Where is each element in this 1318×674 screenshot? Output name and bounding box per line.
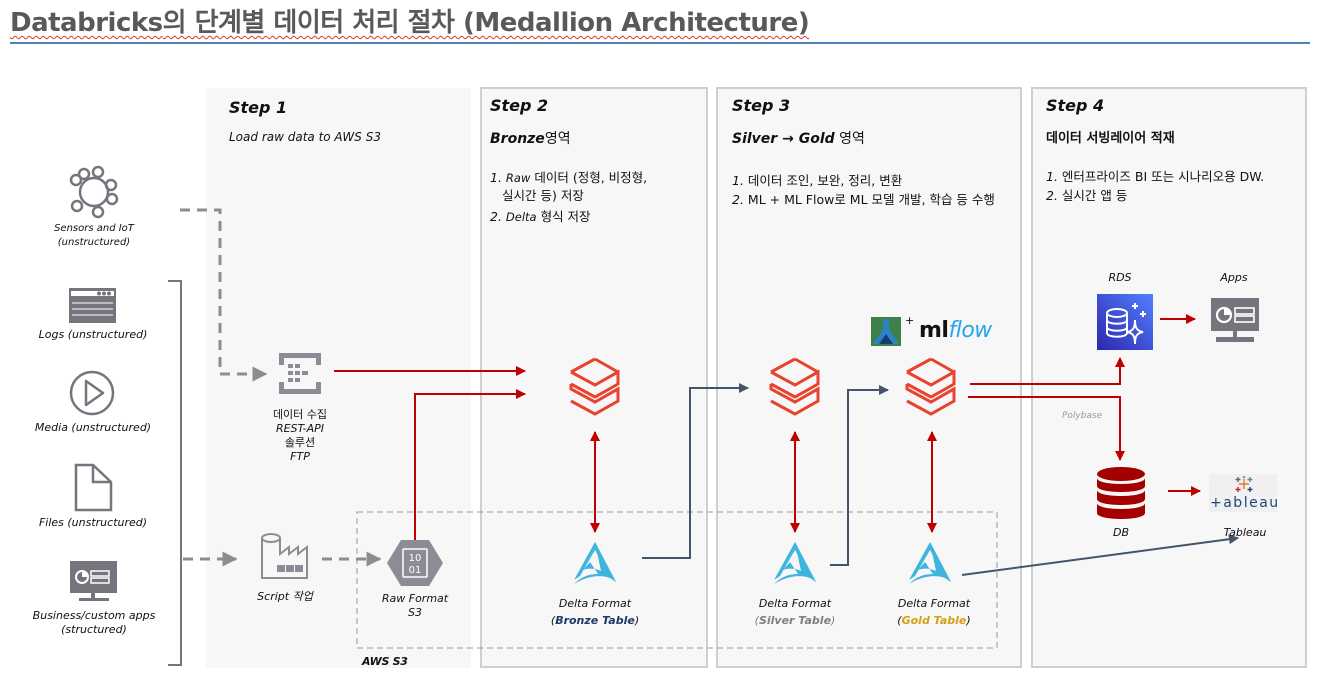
files-label: Files (unstructured) <box>38 516 148 529</box>
delta-lake-bronze-icon <box>574 542 616 584</box>
list-item: 2. ML + ML Flow로 ML 모델 개발, 학습 등 수행 <box>732 192 995 207</box>
connector-gold-to-tableau <box>961 534 1239 576</box>
delta-silver-label: Delta Format (Silver Table) <box>754 597 836 627</box>
tableau-label: Tableau <box>1223 526 1267 539</box>
business-apps-label: Business/custom apps (structured) <box>32 609 156 636</box>
raw-s3-hex-icon: 10 01 <box>387 540 443 586</box>
aws-s3-region <box>356 511 998 649</box>
connector-silver-to-gold <box>830 385 889 566</box>
monitor-dashboard-icon <box>70 561 117 601</box>
sources-bracket <box>168 280 182 666</box>
logs-label: Logs (unstructured) <box>38 328 148 341</box>
apps-label: Apps <box>1220 271 1248 284</box>
connector-bronze-to-silver <box>642 383 749 559</box>
factory-script-icon <box>261 533 308 579</box>
svg-text:10: 10 <box>409 553 422 564</box>
connector-sensors-to-ingest <box>180 208 268 382</box>
step3-subtitle: Silver → Gold 영역 <box>732 131 865 147</box>
connector-raws3-to-bronze <box>414 389 526 540</box>
step3-label: Step 3 <box>732 96 791 115</box>
apps-monitor-icon <box>1211 298 1259 342</box>
step4-label: Step 4 <box>1046 96 1105 115</box>
databricks-gold-icon <box>905 357 956 416</box>
delta-lake-silver-icon <box>774 542 816 584</box>
list-item: 1. 데이터 조인, 보완, 정리, 변환 <box>732 173 903 188</box>
mlflow-logo: mlflow <box>919 318 992 343</box>
log-window-icon <box>69 288 116 323</box>
iot-sensor-icon <box>69 165 119 219</box>
connector-gold-to-rds <box>970 357 1125 385</box>
play-icon <box>69 370 115 416</box>
tableau-wordmark: +ableau <box>1210 495 1280 511</box>
list-item-continued: 실시간 등) 저장 <box>502 188 584 203</box>
script-label: Script 작업 <box>257 590 313 603</box>
delta-bronze-label: Delta Format (Bronze Table) <box>550 597 640 627</box>
mlflow-plus: + <box>905 314 915 327</box>
title-divider <box>10 42 1310 44</box>
file-icon <box>74 463 113 512</box>
step2-panel <box>480 87 708 668</box>
svg-text:01: 01 <box>409 565 422 576</box>
step2-label: Step 2 <box>490 96 549 115</box>
media-label: Media (unstructured) <box>34 421 152 434</box>
delta-gold-label: Delta Format (Gold Table) <box>897 597 971 627</box>
databricks-silver-icon <box>769 357 820 416</box>
list-item: 2. 실시간 앱 등 <box>1046 188 1128 203</box>
db-label: DB <box>1112 526 1130 539</box>
ingest-label: 데이터 수집 REST-API 솔루션 FTP <box>272 408 328 463</box>
step2-subtitle: Bronze영역 <box>490 131 571 147</box>
tableau-cross-icon <box>1235 476 1253 492</box>
azure-ml-icon <box>871 317 901 346</box>
step4-list: 1. 엔터프라이즈 BI 또는 시나리오용 DW. 2. 실시간 앱 등 <box>1046 167 1264 205</box>
tableau-logo <box>1209 474 1277 512</box>
ingest-stream-icon <box>279 353 321 394</box>
step4-subtitle: 데이터 서빙레이어 적재 <box>1046 131 1175 146</box>
delta-lake-gold-icon <box>909 542 951 584</box>
rds-label: RDS <box>1108 271 1132 284</box>
step2-list: 1. Raw 데이터 (정형, 비정형, 실시간 등) 저장 2. Delta … <box>490 169 647 226</box>
polybase-label: Polybase <box>1062 411 1103 421</box>
step1-label: Step 1 <box>229 98 288 117</box>
step3-panel <box>716 87 1022 668</box>
step3-list: 1. 데이터 조인, 보완, 정리, 변환 2. ML + ML Flow로 M… <box>732 171 995 209</box>
page-title: Databricks의 단계별 데이터 처리 절차 (Medallion Arc… <box>10 8 810 38</box>
aws-s3-label: AWS S3 <box>362 655 408 668</box>
connector-gold-to-db <box>968 396 1125 461</box>
step4-panel <box>1031 87 1307 668</box>
list-item: 1. 엔터프라이즈 BI 또는 시나리오용 DW. <box>1046 169 1265 184</box>
raw-s3-label: Raw Format S3 <box>381 592 449 619</box>
sensors-label: Sensors and IoT (unstructured) <box>54 223 134 248</box>
list-item: 2. Delta 형식 저장 <box>490 209 591 224</box>
list-item: 1. Raw 데이터 (정형, 비정형, <box>490 170 648 185</box>
aws-rds-icon <box>1097 294 1153 350</box>
step1-subtitle: Load raw data to AWS S3 <box>229 130 381 144</box>
database-icon <box>1097 467 1145 519</box>
databricks-bronze-icon <box>569 357 620 416</box>
